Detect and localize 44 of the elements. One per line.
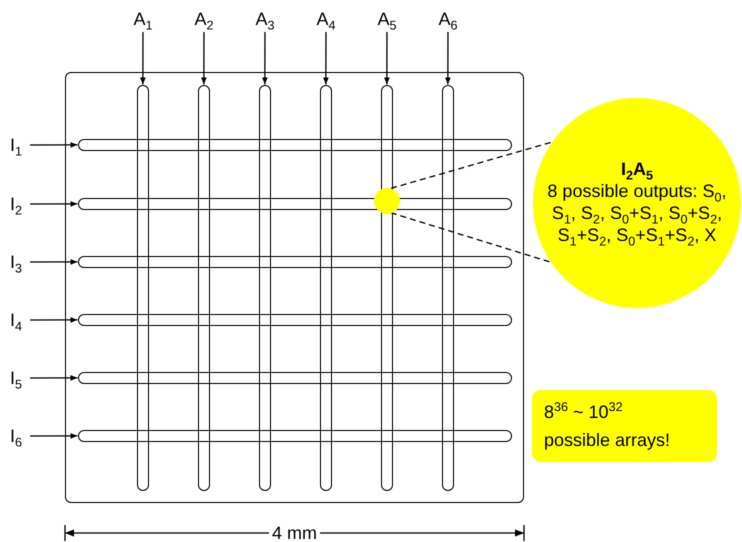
arrow <box>201 32 207 84</box>
row-label: I$_{4}$ <box>2 307 30 333</box>
electrode-strip <box>78 372 512 384</box>
electrode-strip <box>258 84 270 490</box>
arrow <box>323 32 329 84</box>
arrow <box>30 259 78 265</box>
row-label: I$_{2}$ <box>2 191 30 217</box>
row-label: I$_{3}$ <box>2 249 30 275</box>
arrow <box>30 433 78 439</box>
note-text: possible arrays! <box>544 430 672 450</box>
electrode-strip <box>78 138 512 150</box>
arrow <box>140 32 146 84</box>
callout-line <box>390 212 552 263</box>
electrode-strip <box>78 256 512 268</box>
electrode-strip <box>78 198 512 210</box>
arrow <box>445 32 451 84</box>
callout-heading: I$_{2}$A$_{5}$ <box>620 159 654 182</box>
row-label: I$_{6}$ <box>2 423 30 449</box>
chip-outline <box>65 72 524 503</box>
column-label: A$_{4}$ <box>311 6 341 32</box>
arrow <box>262 32 268 84</box>
arrow <box>30 201 78 207</box>
electrode-strip <box>442 84 454 490</box>
arrow <box>30 317 78 323</box>
arrow <box>30 142 78 148</box>
arrow <box>30 375 78 381</box>
electrode-strip <box>320 84 332 490</box>
column-label: A$_{5}$ <box>372 6 402 32</box>
electrode-strip <box>78 430 512 442</box>
electrode-strip <box>78 314 512 326</box>
electrode-strip <box>136 84 148 490</box>
row-label: I$_{1}$ <box>2 132 30 158</box>
arrow <box>384 32 390 84</box>
intersection-dot <box>374 188 400 214</box>
electrode-strip <box>198 84 210 490</box>
callout-line <box>390 141 553 189</box>
formula-text: 8$^{36}$ ~ 10$^{32}$ <box>544 402 624 422</box>
note-box <box>532 390 717 462</box>
column-label: A$_{2}$ <box>189 6 219 32</box>
column-label: A$_{1}$ <box>128 6 158 32</box>
row-label: I$_{5}$ <box>2 365 30 391</box>
callout-text: 8 possible outputs: S$_{0}$, S$_{1}$, S$_{2}$, S$_{0}$+S$_{1}$, S$_{0}$+S$_{2}$, S$_{1}$+S$_{2}$, S$_{0}$+S$_{1}$+S$_{2}$, X <box>546 181 728 247</box>
column-label: A$_{3}$ <box>250 6 280 32</box>
column-label: A$_{6}$ <box>433 6 463 32</box>
